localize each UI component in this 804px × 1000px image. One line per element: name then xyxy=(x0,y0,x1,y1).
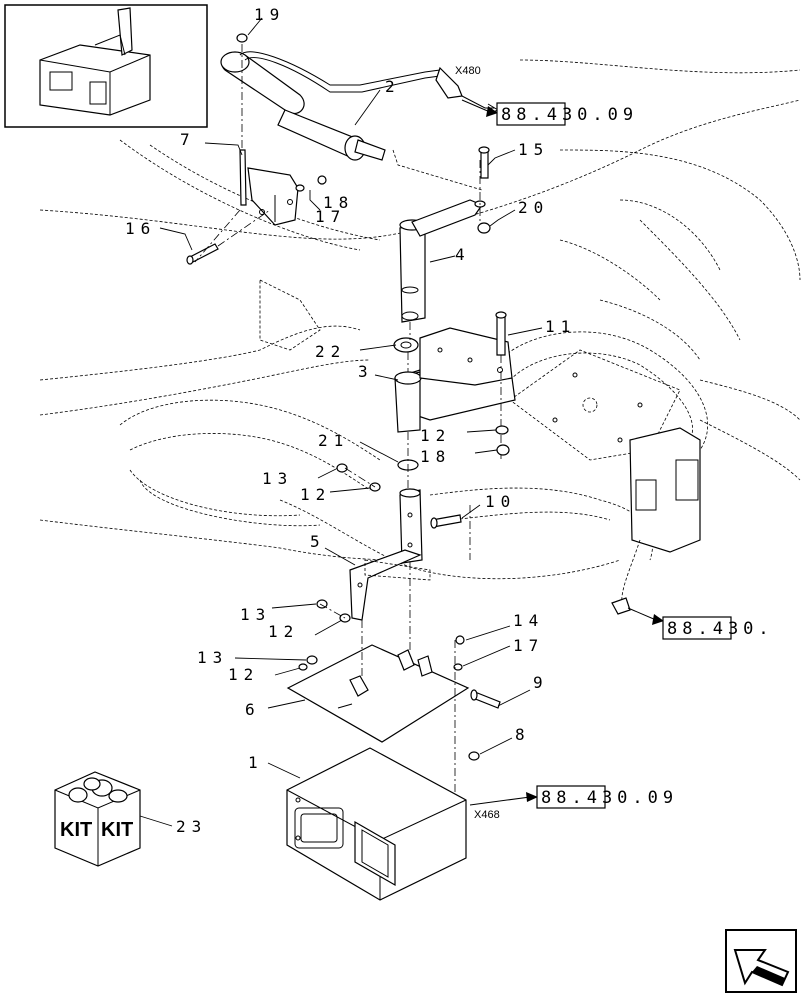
connector-x468-label: X468 xyxy=(474,809,500,821)
callout-21: 21 xyxy=(318,431,349,450)
part-22-washer xyxy=(393,337,419,353)
part-8-screw xyxy=(468,751,480,761)
seat-plate xyxy=(509,349,681,461)
callout-17b: 17 xyxy=(513,636,544,655)
washers-12-13 xyxy=(298,463,381,671)
callout-17a: 17 xyxy=(315,207,346,226)
callout-18b: 18 xyxy=(420,447,451,466)
part-16-bolt xyxy=(186,209,271,265)
callout-7: 7 xyxy=(180,130,196,149)
part-11-bolt xyxy=(495,311,507,460)
kit-label-right: KIT xyxy=(101,819,133,841)
arrow-icon[interactable] xyxy=(725,929,797,993)
kit-box: KIT KIT xyxy=(54,771,141,867)
callout-12d: 12 xyxy=(228,665,259,684)
part-20-nut xyxy=(477,222,491,234)
callout-15: 15 xyxy=(518,140,549,159)
callout-20: 20 xyxy=(518,198,549,217)
reference-right-text: 88.430. xyxy=(667,619,774,639)
callout-5: 5 xyxy=(310,532,326,551)
part-14-screw xyxy=(453,635,465,671)
connector-x480-label: X480 xyxy=(455,65,481,77)
part-5-lower-bracket xyxy=(349,488,423,621)
part-9-bolt xyxy=(470,689,501,709)
callout-8: 8 xyxy=(515,725,531,744)
part-3-pivot-arm xyxy=(394,327,516,433)
callout-18a: 18 xyxy=(323,193,354,212)
callout-13b: 13 xyxy=(240,605,271,624)
reference-bottom: 88.430.09 xyxy=(469,785,678,809)
callout-23: 23 xyxy=(176,817,207,836)
callout-16: 16 xyxy=(125,219,156,238)
callout-2: 2 xyxy=(385,77,401,96)
part-12-nut-upper xyxy=(495,425,509,435)
callout-12b: 12 xyxy=(300,485,331,504)
callout-6: 6 xyxy=(245,700,261,719)
callout-3: 3 xyxy=(358,362,374,381)
callout-12c: 12 xyxy=(268,622,299,641)
callout-9: 9 xyxy=(533,673,549,692)
part-10-bolt xyxy=(430,514,462,529)
right-connector-box xyxy=(611,427,701,615)
callout-13c: 13 xyxy=(197,648,228,667)
reference-right: 88.430. xyxy=(627,607,774,640)
callout-14: 14 xyxy=(513,611,544,630)
callout-11: 11 xyxy=(545,317,576,336)
reference-top: 88.430.09 xyxy=(461,99,638,126)
callout-13a: 13 xyxy=(262,469,293,488)
callout-12a: 12 xyxy=(420,426,451,445)
callout-1: 1 xyxy=(248,753,264,772)
leader-lines xyxy=(139,17,543,827)
inset-thumbnail xyxy=(4,4,208,128)
machine-outline xyxy=(39,59,801,580)
reference-bottom-text: 88.430.09 xyxy=(541,788,678,808)
callout-22: 22 xyxy=(315,342,346,361)
part-15-bolt xyxy=(478,146,490,179)
part-6-plate xyxy=(286,644,470,743)
callout-4: 4 xyxy=(455,245,471,264)
reference-top-text: 88.430.09 xyxy=(501,105,638,125)
part-7-bracket xyxy=(239,149,327,226)
part-4-shaft xyxy=(399,160,486,323)
part-2-actuator xyxy=(220,51,500,161)
part-1-control-box xyxy=(286,747,467,901)
alignment-lines xyxy=(194,149,483,820)
callout-19: 19 xyxy=(254,5,285,24)
callouts: 19 2 7 15 17 18 20 16 4 11 22 3 12 21 18… xyxy=(125,5,576,836)
part-18-nut xyxy=(496,444,510,456)
kit-label-left: KIT xyxy=(60,819,92,841)
callout-10: 10 xyxy=(485,492,516,511)
